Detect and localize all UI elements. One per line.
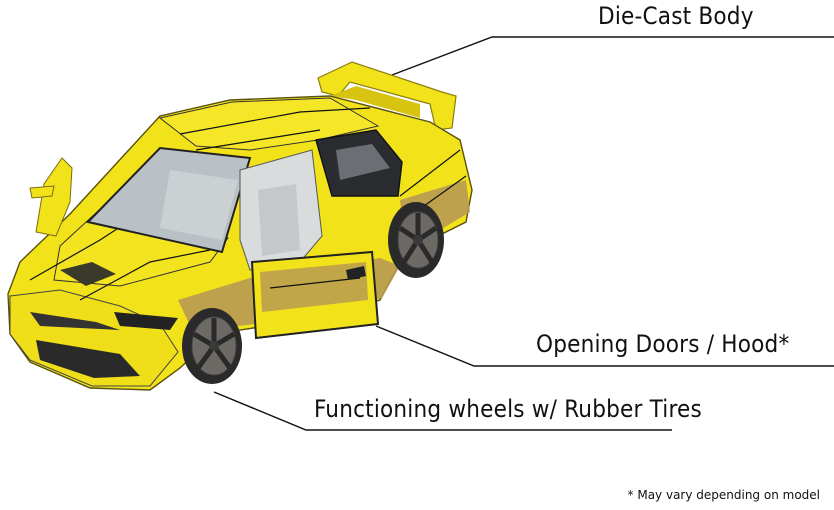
front-wheel [182,308,242,384]
callout-opening-doors: Opening Doors / Hood* [536,330,790,358]
leader-line-body [391,36,834,76]
open-hood [29,157,73,237]
leader-lines [213,36,834,431]
callout-die-cast-body: Die-Cast Body [598,2,754,30]
leader-line-wheels [213,391,672,431]
leader-line-doors [375,325,834,367]
callout-functioning-wheels: Functioning wheels w/ Rubber Tires [314,395,702,423]
rear-wheel [388,202,444,278]
open-front-door [250,250,380,340]
footnote: * May vary depending on model [627,488,820,502]
